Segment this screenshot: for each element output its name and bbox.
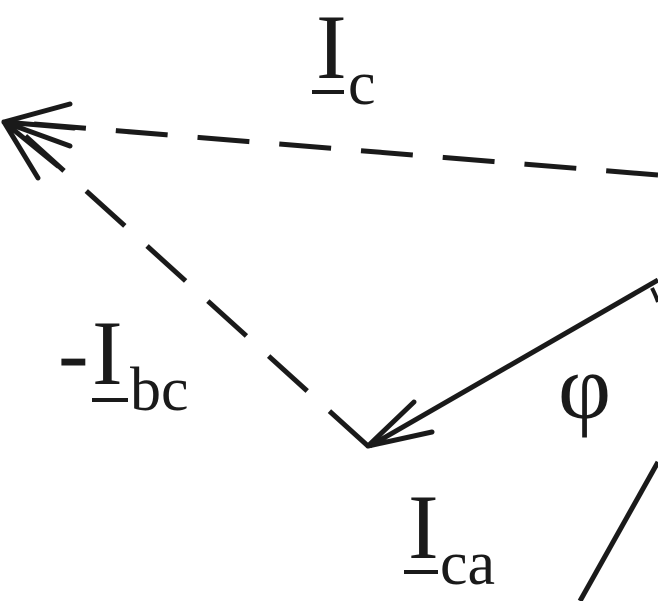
label-ic: I c [312, 0, 376, 118]
label-ica: I ca [404, 476, 495, 598]
label-ic-main: I [316, 0, 347, 98]
phasor-lower-line [577, 460, 658, 601]
arrowhead-upper-left [1, 101, 77, 181]
arrowhead-bottom-vertex [365, 399, 435, 449]
label-ica-main: I [408, 476, 439, 578]
label-ic-sub: c [348, 50, 376, 118]
angle-arc [650, 287, 658, 303]
label-minus-ibc: - I bc [58, 302, 189, 424]
label-phi: φ [558, 336, 611, 438]
phasor-ic-line [9, 119, 658, 178]
label-ica-sub: ca [440, 530, 495, 598]
phasor-ica-line [368, 277, 658, 449]
label-ibc-sub: bc [130, 356, 189, 424]
label-ibc-prefix: - [58, 302, 89, 404]
label-ibc-main: I [92, 302, 123, 404]
